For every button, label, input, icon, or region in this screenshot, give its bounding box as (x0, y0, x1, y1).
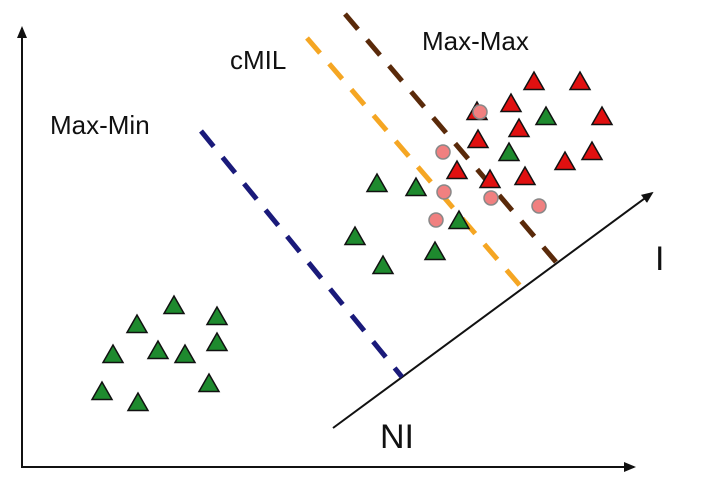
pink-circle-icon (435, 144, 451, 160)
green-triangle-icon (205, 331, 229, 352)
green-triangle-icon (125, 313, 149, 334)
green-triangle-icon (90, 380, 114, 401)
label-i: I (655, 240, 664, 278)
pink-circle-icon (428, 212, 444, 228)
label-max-max: Max-Max (422, 26, 529, 56)
pink-circle-icon (483, 190, 499, 206)
green-triangle-icon (101, 343, 125, 364)
green-triangle-icon (126, 391, 150, 412)
red-triangle-icon (513, 165, 537, 186)
pink-circle-icon (531, 198, 547, 214)
green-triangle-icon (205, 305, 229, 326)
label-ni: NI (380, 418, 414, 456)
data-points (90, 70, 614, 412)
red-triangle-icon (568, 70, 592, 91)
green-triangle-icon (371, 254, 395, 275)
green-triangle-icon (343, 225, 367, 246)
green-triangle-icon (162, 294, 186, 315)
pink-circle-icon (472, 104, 488, 120)
red-triangle-icon (590, 105, 614, 126)
red-triangle-icon (478, 168, 502, 189)
green-triangle-icon (423, 240, 447, 261)
red-triangle-icon (507, 117, 531, 138)
green-triangle-icon (534, 105, 558, 126)
max-min-boundary (199, 129, 404, 379)
label-cmil: cMIL (230, 45, 286, 75)
green-triangle-icon (497, 141, 521, 162)
ni-i-axis (332, 191, 654, 429)
red-triangle-icon (553, 150, 577, 171)
green-triangle-icon (197, 372, 221, 393)
red-triangle-icon (445, 159, 469, 180)
pink-circle-icon (436, 184, 452, 200)
label-max-min: Max-Min (50, 110, 150, 140)
cmil-boundary (305, 36, 524, 290)
red-triangle-icon (466, 128, 490, 149)
green-triangle-icon (404, 176, 428, 197)
red-triangle-icon (580, 140, 604, 161)
green-triangle-icon (447, 209, 471, 230)
green-triangle-icon (146, 339, 170, 360)
red-triangle-icon (522, 70, 546, 91)
green-triangle-icon (173, 343, 197, 364)
red-triangle-icon (499, 92, 523, 113)
green-triangle-icon (365, 172, 389, 193)
